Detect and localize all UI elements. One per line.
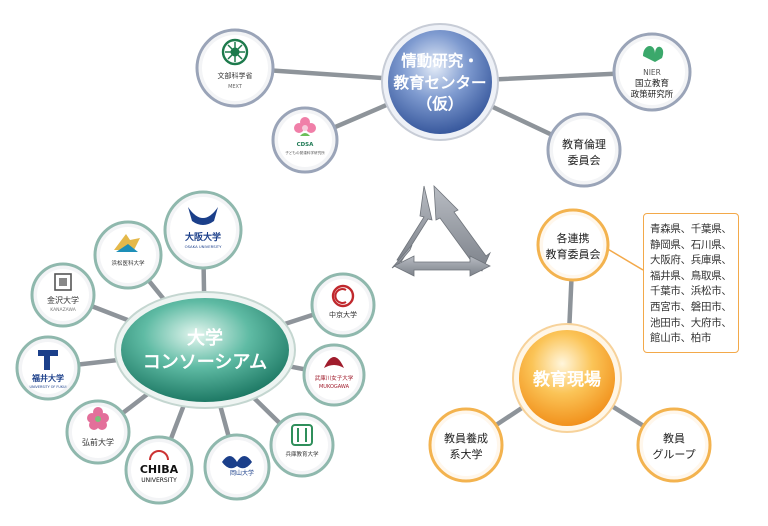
cdsa-logo-sub: 子どもの発達科学研究所: [285, 150, 325, 155]
mext-logo-name: 文部科学省: [218, 71, 253, 80]
prefecture-list-line: 西宮市、磐田市、: [650, 300, 732, 313]
mukogawa-univ-node: 武庫川女子大学 MUKOGAWA: [302, 343, 366, 407]
teacher-training-line1: 教員養成: [444, 431, 488, 445]
mext-logo-node: 文部科学省 MEXT: [195, 28, 275, 108]
hirosaki-emblem-icon: [87, 407, 109, 430]
okayama-univ-label: 岡山大学: [230, 469, 254, 477]
hyogo-univ-node: 兵庫教育大学: [269, 412, 335, 478]
prefecture-connector: [605, 247, 644, 271]
hamamatsu-univ-label: 浜松医科大学: [111, 259, 145, 267]
nier-logo-line2: 国立教育: [635, 78, 669, 89]
ethics-committee-node: 教育倫理 委員会: [546, 112, 622, 188]
center-hub: 情動研究・ 教育センター （仮）: [381, 23, 499, 141]
teacher-training-univ-node: 教員養成 系大学: [428, 407, 504, 483]
teacher-group-node: 教員 グループ: [636, 407, 712, 483]
education-board-line2: 教育委員会: [546, 247, 601, 261]
chiba-univ-sub: UNIVERSITY: [141, 477, 177, 484]
cdsa-flower-icon: [294, 117, 316, 136]
ethics-committee-line1: 教育倫理: [562, 137, 606, 151]
kanazawa-univ-sub: KANAZAWA: [50, 307, 77, 313]
center-hub-title-line2: 教育センター: [393, 73, 486, 92]
prefecture-list-line: 福井県、鳥取県、: [650, 269, 732, 282]
education-field-hub: 教育現場: [512, 323, 622, 433]
cycle-arrows: [391, 184, 491, 277]
center-hub-title-line1: 情動研究・: [401, 51, 479, 70]
chiba-univ-label: CHIBA: [140, 463, 179, 476]
prefecture-list-box: 青森県、千葉県、 静岡県、石川県、 大阪府、兵庫県、 福井県、鳥取県、 千葉市、…: [643, 213, 739, 353]
nier-leaf-icon: [643, 45, 664, 62]
nier-logo-line3: 政策研究所: [631, 89, 674, 100]
education-board-node: 各連携 教育委員会: [536, 208, 610, 282]
hyogo-emblem-icon: [291, 424, 313, 446]
osaka-emblem-icon: [188, 207, 218, 225]
osaka-univ-label: 大阪大学: [185, 231, 221, 243]
hirosaki-univ-node: 弘前大学: [65, 399, 131, 465]
fukui-univ-label: 福井大学: [31, 373, 64, 383]
prefecture-list-line: 池田市、大府市、: [650, 316, 732, 329]
okayama-univ-node: 岡山大学: [203, 433, 271, 501]
chukyo-emblem-icon: [331, 284, 355, 308]
hamamatsu-emblem-icon: [114, 234, 140, 250]
hyogo-univ-label: 兵庫教育大学: [285, 450, 319, 458]
prefecture-list-line: 千葉市、浜松市、: [650, 285, 732, 298]
consortium-title-line1: 大学: [187, 327, 223, 349]
consortium-title-line2: コンソーシアム: [143, 352, 267, 373]
education-field-title: 教育現場: [532, 369, 601, 390]
kanazawa-univ-label: 金沢大学: [47, 295, 79, 305]
consortium-hub: 大学 コンソーシアム: [114, 291, 296, 409]
nier-logo-node: NIER 国立教育 政策研究所: [612, 32, 692, 112]
chukyo-univ-label: 中京大学: [329, 310, 357, 319]
chukyo-univ-node: 中京大学: [310, 272, 376, 338]
cdsa-logo-name: CDSA: [297, 142, 315, 148]
hamamatsu-univ-node: 浜松医科大学: [93, 220, 163, 290]
chiba-univ-node: CHIBA UNIVERSITY: [124, 435, 194, 505]
mext-logo-sub: MEXT: [228, 84, 243, 90]
prefecture-list-line: 大阪府、兵庫県、: [650, 254, 732, 267]
fukui-univ-node: 福井大学 UNIVERSITY OF FUKUI: [15, 335, 81, 401]
cdsa-logo-node: CDSA 子どもの発達科学研究所: [271, 106, 339, 174]
ethics-committee-line2: 委員会: [568, 154, 601, 167]
fukui-emblem-icon: [38, 350, 58, 370]
prefecture-list-line: 静岡県、石川県、: [650, 238, 732, 251]
teacher-training-line2: 系大学: [450, 447, 483, 461]
chiba-emblem-icon: [149, 450, 169, 461]
mukogawa-emblem-icon: [324, 357, 344, 368]
osaka-univ-sub: OSAKA UNIVERSITY: [185, 244, 223, 249]
mukogawa-univ-sub: MUKOGAWA: [319, 384, 350, 390]
center-hub-title-line3: （仮）: [417, 94, 464, 113]
mext-emblem-icon: [221, 38, 249, 66]
kanazawa-emblem-icon: [54, 273, 72, 291]
fukui-univ-sub: UNIVERSITY OF FUKUI: [30, 385, 67, 389]
teacher-group-line1: 教員: [663, 432, 685, 445]
nier-logo-line1: NIER: [643, 68, 661, 77]
prefecture-list-line: 館山市、柏市: [650, 332, 712, 345]
okayama-emblem-icon: [222, 456, 252, 469]
education-board-line1: 各連携: [557, 231, 590, 245]
mukogawa-univ-label: 武庫川女子大学: [315, 374, 354, 382]
teacher-group-line2: グループ: [652, 447, 695, 461]
hirosaki-univ-label: 弘前大学: [82, 437, 114, 447]
prefecture-list-line: 青森県、千葉県、: [650, 223, 732, 235]
kanazawa-univ-node: 金沢大学 KANAZAWA: [30, 262, 96, 328]
osaka-univ-node: 大阪大学 OSAKA UNIVERSITY: [163, 190, 243, 270]
